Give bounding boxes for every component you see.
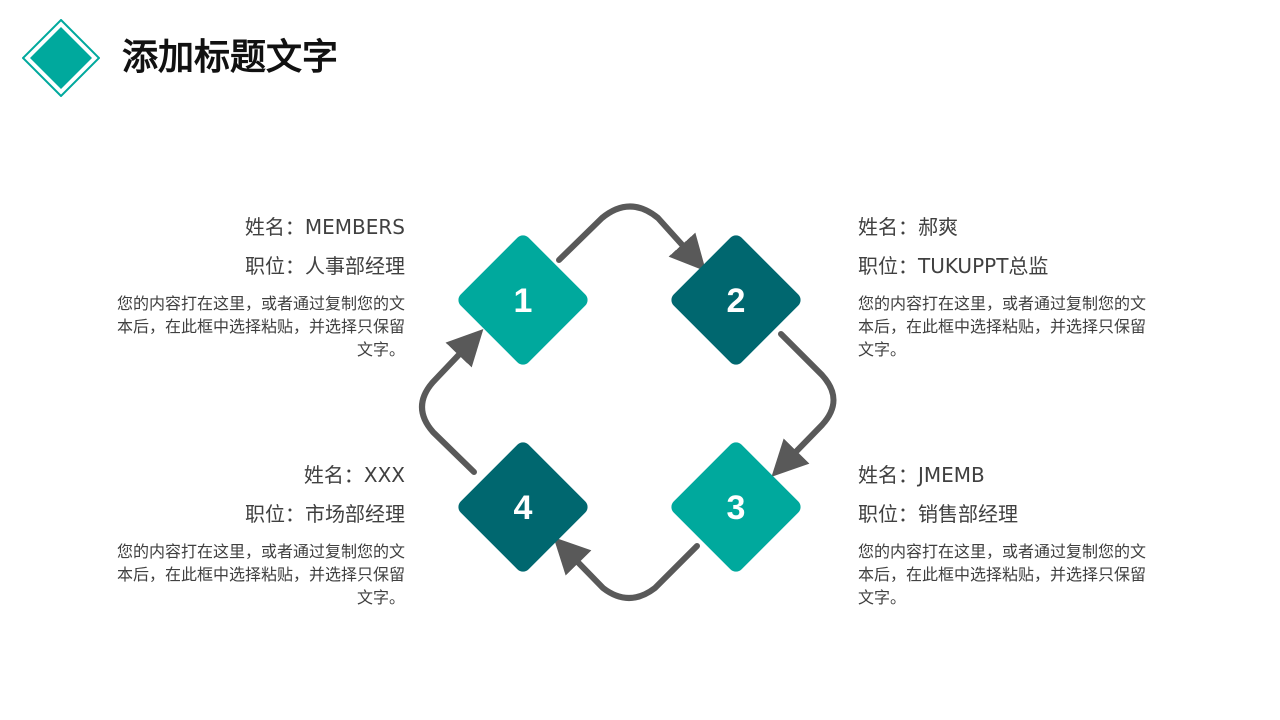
step-4-diamond: 4: [458, 442, 588, 572]
member-role: 职位：市场部经理: [245, 502, 405, 526]
diamond-logo-icon: [22, 19, 100, 97]
step-3-number: 3: [727, 489, 746, 527]
step-3-diamond: 3: [671, 442, 801, 572]
step-2-diamond: 2: [671, 235, 801, 365]
step-1-number: 1: [514, 282, 533, 320]
member-role: 职位：销售部经理: [858, 502, 1018, 526]
member-description: 您的内容打在这里，或者通过复制您的文本后，在此框中选择粘贴，并选择只保留文字。: [116, 294, 405, 359]
member-name: 姓名：XXX: [303, 463, 405, 487]
member-role: 职位：人事部经理: [245, 254, 405, 278]
arrow-2-to-3: [771, 331, 837, 477]
member-card-4: 姓名：XXX 职位：市场部经理 您的内容打在这里，或者通过复制您的文本后，在此框…: [105, 462, 405, 609]
member-role: 职位：TUKUPPT总监: [858, 254, 1049, 278]
arrow-4-to-1: [419, 328, 484, 475]
step-2-number: 2: [727, 282, 746, 320]
member-name: 姓名：郝爽: [858, 215, 958, 239]
member-name: 姓名：JMEMB: [858, 463, 985, 487]
member-name: 姓名：MEMBERS: [244, 215, 405, 239]
member-description: 您的内容打在这里，或者通过复制您的文本后，在此框中选择粘贴，并选择只保留文字。: [858, 542, 1147, 607]
page-title: 添加标题文字: [122, 37, 339, 78]
arrow-1-to-2: [556, 203, 707, 272]
member-description: 您的内容打在这里，或者通过复制您的文本后，在此框中选择粘贴，并选择只保留文字。: [116, 542, 405, 607]
step-4-number: 4: [514, 489, 533, 527]
member-description: 您的内容打在这里，或者通过复制您的文本后，在此框中选择粘贴，并选择只保留文字。: [858, 294, 1147, 359]
member-card-1: 姓名：MEMBERS 职位：人事部经理 您的内容打在这里，或者通过复制您的文本后…: [105, 214, 405, 361]
member-card-2: 姓名：郝爽 职位：TUKUPPT总监 您的内容打在这里，或者通过复制您的文本后，…: [858, 214, 1158, 361]
step-1-diamond: 1: [458, 235, 588, 365]
arrow-3-to-4: [553, 537, 700, 601]
member-card-3: 姓名：JMEMB 职位：销售部经理 您的内容打在这里，或者通过复制您的文本后，在…: [858, 462, 1158, 609]
